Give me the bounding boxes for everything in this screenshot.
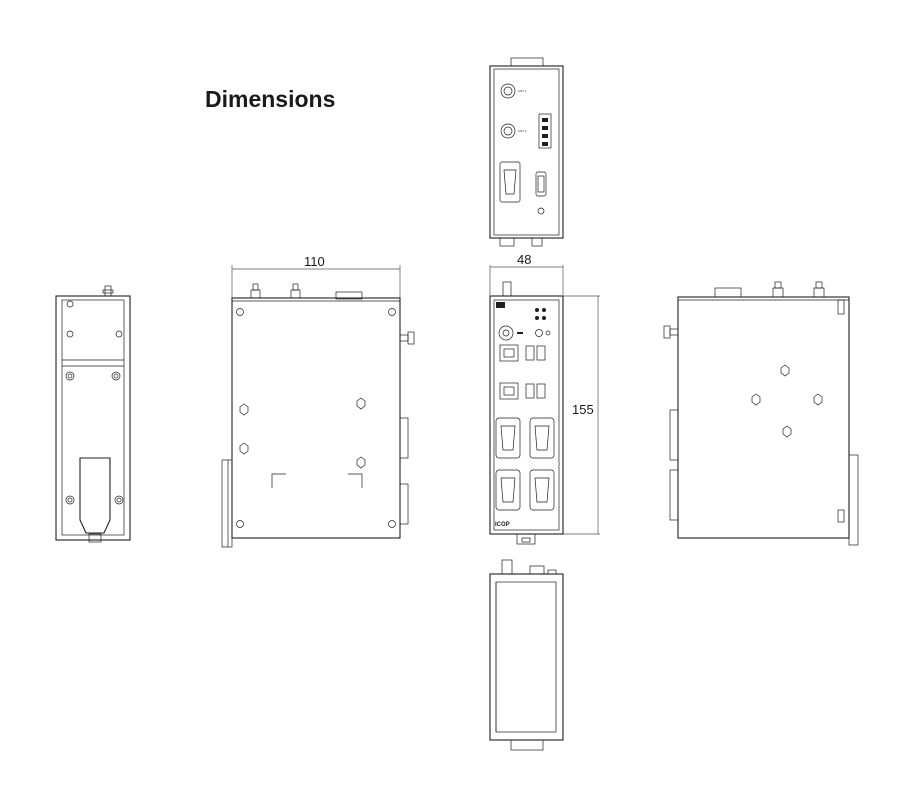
svg-text:ANT 1: ANT 1 xyxy=(518,89,527,93)
brand-label: ICOP xyxy=(495,522,510,528)
depth-dimension: 48 xyxy=(517,252,531,267)
height-dimension: 155 xyxy=(572,402,594,417)
left-side-view xyxy=(55,285,131,543)
page-title: Dimensions xyxy=(205,86,336,112)
svg-text:ANT 2: ANT 2 xyxy=(518,129,527,133)
top-view: ANT 1 ANT 2 xyxy=(489,57,564,247)
back-view xyxy=(663,281,859,546)
width-dimension: 110 xyxy=(304,254,325,269)
front-view xyxy=(221,265,415,548)
bottom-view xyxy=(489,559,564,751)
io-view: ICOP xyxy=(489,265,600,545)
